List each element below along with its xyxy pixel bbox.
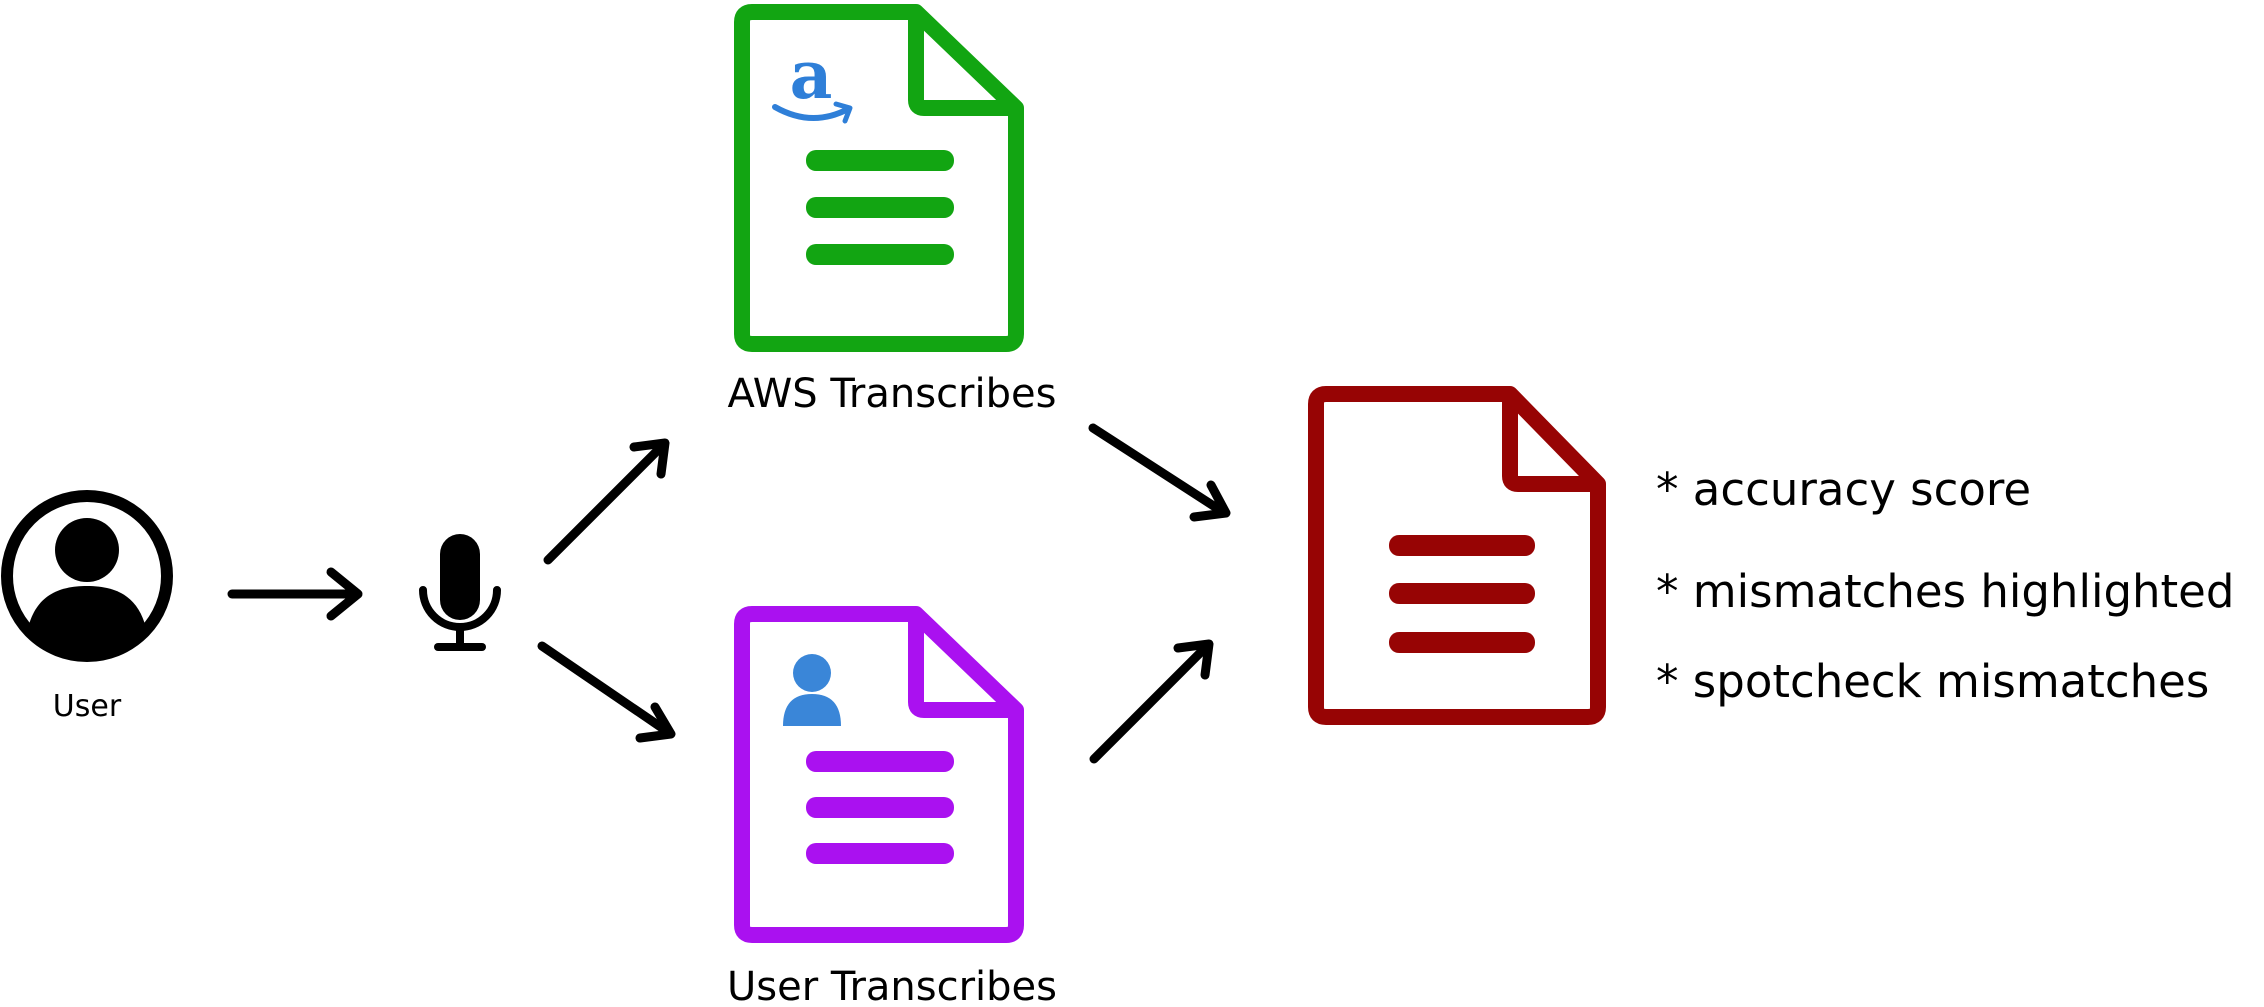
amazon-logo-icon: a bbox=[772, 36, 853, 124]
user-transcribes-label: User Transcribes bbox=[727, 964, 1057, 1007]
user-avatar-icon bbox=[1, 490, 173, 662]
aws-transcript-document: a bbox=[734, 4, 1024, 352]
comparison-result-document bbox=[1308, 386, 1606, 725]
user-label: User bbox=[53, 689, 122, 724]
arrow-mic-to-user-doc bbox=[537, 641, 676, 743]
arrow-aws-to-result bbox=[1088, 423, 1231, 522]
result-item-accuracy-score: * accuracy score bbox=[1656, 463, 2031, 516]
arrow-user-to-mic bbox=[227, 567, 363, 621]
arrow-user-doc-to-result bbox=[1089, 639, 1214, 764]
microphone-icon bbox=[419, 534, 501, 651]
aws-transcribes-label: AWS Transcribes bbox=[728, 371, 1057, 417]
arrow-mic-to-aws bbox=[543, 438, 670, 565]
svg-text:a: a bbox=[790, 36, 833, 114]
result-item-mismatches-highlighted: * mismatches highlighted bbox=[1656, 565, 2234, 618]
result-item-spotcheck-mismatches: * spotcheck mismatches bbox=[1656, 655, 2209, 708]
user-transcript-document bbox=[734, 606, 1024, 943]
person-icon bbox=[783, 654, 841, 726]
